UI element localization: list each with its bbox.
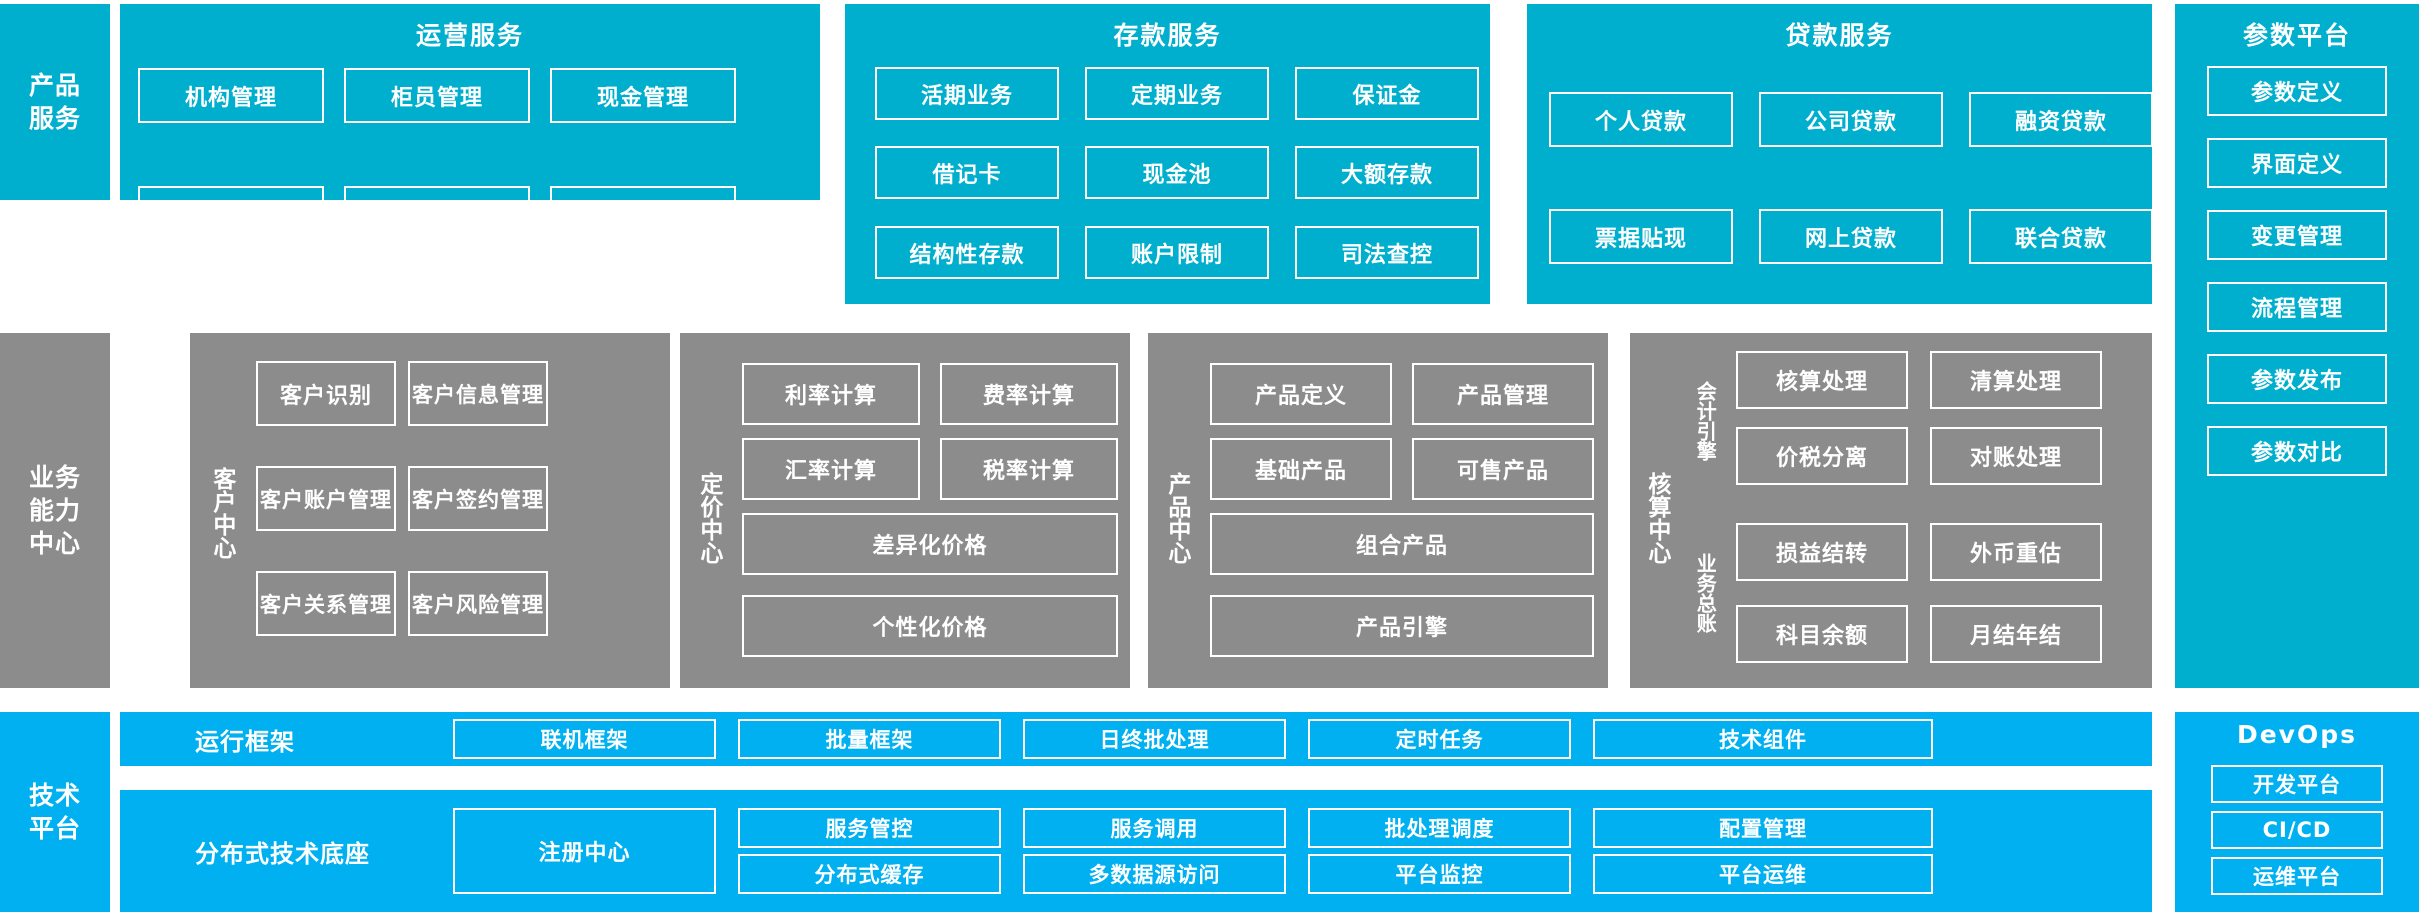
tile-voucher-management[interactable]: 凭证管理	[138, 186, 324, 241]
tile-parameter-release[interactable]: 参数发布	[2207, 354, 2387, 404]
tile-development-platform[interactable]: 开发平台	[2211, 765, 2383, 803]
tile-ci-cd[interactable]: CI/CD	[2211, 811, 2383, 849]
rail-devops: DevOps 开发平台 CI/CD 运维平台	[2175, 712, 2419, 912]
tile-basic-product[interactable]: 基础产品	[1210, 438, 1392, 500]
tile-profit-loss-carryover[interactable]: 损益结转	[1736, 523, 1908, 581]
group-deposit-services: 存款服务 活期业务 定期业务 保证金 借记卡 现金池 大额存款 结构性存款 账户…	[845, 4, 1490, 304]
tile-customer-account-management[interactable]: 客户账户管理	[256, 466, 396, 531]
tile-platform-monitoring[interactable]: 平台监控	[1308, 854, 1571, 894]
tile-customer-contract-management[interactable]: 客户签约管理	[408, 466, 548, 531]
tile-interest-rate-calculation[interactable]: 利率计算	[742, 363, 920, 425]
tile-product-management[interactable]: 产品管理	[1412, 363, 1594, 425]
tile-margin-deposit[interactable]: 保证金	[1295, 67, 1479, 120]
tile-debit-card[interactable]: 借记卡	[875, 146, 1059, 199]
tile-customer-risk-management[interactable]: 客户风险管理	[408, 571, 548, 636]
tile-account-balance[interactable]: 科目余额	[1736, 605, 1908, 663]
tile-product-definition[interactable]: 产品定义	[1210, 363, 1392, 425]
tile-financing-loan[interactable]: 融资贷款	[1969, 92, 2153, 147]
group-title-deposit-services: 存款服务	[1113, 21, 1222, 50]
center-pricing: 定价中心 利率计算 费率计算 汇率计算 税率计算 差异化价格 个性化价格	[680, 333, 1130, 688]
tile-sellable-product[interactable]: 可售产品	[1412, 438, 1594, 500]
tile-demand-deposit[interactable]: 活期业务	[875, 67, 1059, 120]
tile-end-of-day-batch[interactable]: 日终批处理	[1023, 719, 1286, 759]
tile-clearing-processing[interactable]: 清算处理	[1930, 351, 2102, 409]
tile-batch-scheduling[interactable]: 批处理调度	[1308, 808, 1571, 848]
tile-configuration-management[interactable]: 配置管理	[1593, 808, 1933, 848]
tile-large-deposit[interactable]: 大额存款	[1295, 146, 1479, 199]
tech-row-label-distributed-base: 分布式技术底座	[195, 839, 370, 868]
tile-distributed-cache[interactable]: 分布式缓存	[738, 854, 1001, 894]
tile-technical-components[interactable]: 技术组件	[1593, 719, 1933, 759]
center-customer: 客户中心 客户识别 客户信息管理 客户账户管理 客户签约管理 客户关系管理 客户…	[190, 333, 670, 688]
tech-row-label-runtime-framework: 运行框架	[195, 727, 295, 756]
center-label-accounting: 核算中心	[1643, 472, 1670, 564]
tile-differentiated-price[interactable]: 差异化价格	[742, 513, 1118, 575]
tile-teller-management[interactable]: 柜员管理	[344, 68, 530, 123]
layer-label-technical-platform: 技术 平台	[0, 712, 110, 912]
center-accounting: 核算中心 会计引擎 业务总账 核算处理 清算处理 价税分离 对账处理 损益结转 …	[1630, 333, 2152, 688]
tile-cash-pool[interactable]: 现金池	[1085, 146, 1269, 199]
layer-label-business-capability: 业务 能力 中心	[0, 333, 110, 688]
tile-change-management[interactable]: 变更管理	[2207, 210, 2387, 260]
group-operation-services: 运营服务 机构管理 柜员管理 现金管理 凭证管理 风险管理 辅助交易	[120, 4, 820, 241]
tile-corporate-loan[interactable]: 公司贷款	[1759, 92, 1943, 147]
tile-online-loan[interactable]: 网上贷款	[1759, 209, 1943, 264]
tile-accounting-processing[interactable]: 核算处理	[1736, 351, 1908, 409]
group-title-loan-services: 贷款服务	[1785, 21, 1894, 50]
tile-customer-identification[interactable]: 客户识别	[256, 361, 396, 426]
tile-foreign-currency-revaluation[interactable]: 外币重估	[1930, 523, 2102, 581]
tile-syndicated-loan[interactable]: 联合贷款	[1969, 209, 2153, 264]
group-loan-services: 贷款服务 个人贷款 公司贷款 融资贷款 票据贴现 网上贷款 联合贷款	[1527, 4, 2153, 304]
tile-account-restriction[interactable]: 账户限制	[1085, 226, 1269, 279]
tile-judicial-inquiry[interactable]: 司法查控	[1295, 226, 1479, 279]
tile-multi-datasource-access[interactable]: 多数据源访问	[1023, 854, 1286, 894]
tile-personalized-price[interactable]: 个性化价格	[742, 595, 1118, 657]
tile-parameter-definition[interactable]: 参数定义	[2207, 66, 2387, 116]
tile-parameter-comparison[interactable]: 参数对比	[2207, 426, 2387, 476]
tile-tax-rate-calculation[interactable]: 税率计算	[940, 438, 1118, 500]
tile-online-framework[interactable]: 联机框架	[453, 719, 716, 759]
tile-org-management[interactable]: 机构管理	[138, 68, 324, 123]
tile-combined-product[interactable]: 组合产品	[1210, 513, 1594, 575]
tile-structured-deposit[interactable]: 结构性存款	[875, 226, 1059, 279]
tile-registry-center[interactable]: 注册中心	[453, 808, 716, 894]
tech-row-runtime-framework: 运行框架 联机框架 批量框架 日终批处理 定时任务 技术组件	[120, 712, 2152, 766]
tile-customer-relation-management[interactable]: 客户关系管理	[256, 571, 396, 636]
center-product: 产品中心 产品定义 产品管理 基础产品 可售产品 组合产品 产品引擎	[1148, 333, 1608, 688]
center-sublabel-business-ledger: 业务总账	[1693, 553, 1718, 633]
tile-time-deposit[interactable]: 定期业务	[1085, 67, 1269, 120]
tile-operations-platform[interactable]: 运维平台	[2211, 857, 2383, 895]
tile-price-tax-separation[interactable]: 价税分离	[1736, 427, 1908, 485]
tile-batch-framework[interactable]: 批量框架	[738, 719, 1001, 759]
center-label-customer: 客户中心	[208, 467, 235, 559]
tile-fee-rate-calculation[interactable]: 费率计算	[940, 363, 1118, 425]
tile-platform-operations[interactable]: 平台运维	[1593, 854, 1933, 894]
center-label-product: 产品中心	[1163, 472, 1190, 564]
rail-title-devops: DevOps	[2236, 720, 2358, 749]
tile-exchange-rate-calculation[interactable]: 汇率计算	[742, 438, 920, 500]
rail-parameter-platform: 参数平台 参数定义 界面定义 变更管理 流程管理 参数发布 参数对比	[2175, 4, 2419, 688]
tile-service-governance[interactable]: 服务管控	[738, 808, 1001, 848]
tile-bill-discount[interactable]: 票据贴现	[1549, 209, 1733, 264]
tile-interface-definition[interactable]: 界面定义	[2207, 138, 2387, 188]
tech-row-distributed-base: 分布式技术底座 注册中心 服务管控 服务调用 批处理调度 配置管理 分布式缓存 …	[120, 790, 2152, 912]
tile-product-engine[interactable]: 产品引擎	[1210, 595, 1594, 657]
group-title-operation-services: 运营服务	[415, 21, 524, 50]
center-sublabel-accounting-engine: 会计引擎	[1693, 381, 1718, 461]
tile-personal-loan[interactable]: 个人贷款	[1549, 92, 1733, 147]
layer-label-product-service: 产品 服务	[0, 4, 110, 200]
tile-scheduled-task[interactable]: 定时任务	[1308, 719, 1571, 759]
tile-cash-management[interactable]: 现金管理	[550, 68, 736, 123]
tile-month-year-end-closing[interactable]: 月结年结	[1930, 605, 2102, 663]
tile-auxiliary-transaction[interactable]: 辅助交易	[550, 186, 736, 241]
tile-process-management[interactable]: 流程管理	[2207, 282, 2387, 332]
center-label-pricing: 定价中心	[695, 472, 722, 564]
tile-service-invocation[interactable]: 服务调用	[1023, 808, 1286, 848]
tile-risk-management[interactable]: 风险管理	[344, 186, 530, 241]
rail-title-parameter-platform: 参数平台	[2242, 21, 2351, 50]
tile-reconciliation-processing[interactable]: 对账处理	[1930, 427, 2102, 485]
tile-customer-info-management[interactable]: 客户信息管理	[408, 361, 548, 426]
